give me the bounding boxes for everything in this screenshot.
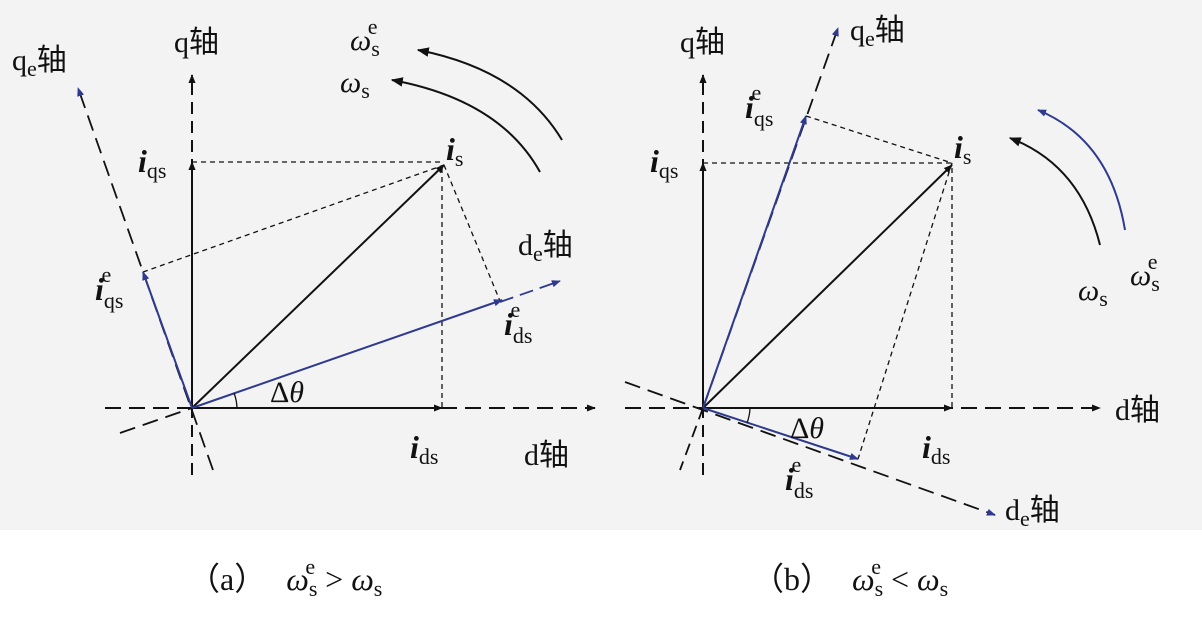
panel-a-iqse-label: iqse (95, 262, 123, 313)
panel-b-omega-s-label: ωs (1078, 274, 1108, 311)
panel-a-de-axis-extension (119, 407, 193, 434)
panel-a-omega-s-label: ωs (340, 66, 370, 103)
panel-b-omega-se-label: ωse (1130, 249, 1160, 296)
panel-b-iqse-label: iqse (745, 80, 773, 131)
panel-a-omega-se-arc (416, 47, 563, 141)
panel-a-d-axis-label: d轴 (524, 438, 569, 473)
panel-b-omega-s-arc (1008, 137, 1101, 246)
panel-b-iqse-vector (702, 115, 807, 409)
panel-a-delta-theta-arc (233, 392, 238, 409)
panel-a-q-axis-label: q轴 (174, 25, 219, 60)
panel-b-de-axis-label: de轴 (1005, 493, 1060, 531)
panel-b-idse-label: idse (785, 452, 813, 503)
panel-a-iqse-vector (142, 271, 193, 409)
panel-a-omega-s-arc (390, 77, 541, 173)
panel-b-qe-axis-label: qe轴 (850, 13, 905, 51)
panel-b-omega-se-arc (1037, 109, 1126, 231)
panel-a-idse-label: idse (504, 297, 532, 348)
panel-b-ids-label: ids (922, 429, 950, 469)
panel-b-qe-axis-extension (679, 407, 704, 471)
panel-a-idse-projection (443, 164, 501, 302)
panel-a-de-axis-label: de轴 (518, 228, 573, 266)
panel-b-is-label: is (954, 129, 971, 169)
panel-a-idse-vector (191, 299, 503, 409)
panel-b-de-axis (624, 381, 996, 516)
panel-b-delta-theta-label: Δθ (790, 412, 824, 445)
panel-a-de-axis (499, 280, 561, 303)
panel-a-omega-se-label: ωse (350, 14, 380, 61)
panel-b-idse-projection (857, 162, 953, 460)
panel-a: qe轴 q轴 d轴 de轴 is iqs ids iqse idse Δθ ωs… (12, 14, 596, 475)
panel-a-caption: （a）ωse>ωs (188, 554, 382, 601)
panel-a-is-vector (191, 164, 445, 409)
panel-a-qe-axis-label: qe轴 (12, 43, 67, 81)
panel-b: q轴 qe轴 d轴 de轴 is iqs ids iqse idse Δθ ωs… (624, 13, 1160, 531)
panel-b-iqse-projection (805, 115, 953, 164)
panel-b-q-axis-label: q轴 (680, 25, 725, 60)
panel-b-caption: （b）ωse<ωs (752, 554, 948, 601)
panel-b-delta-theta-arc (746, 407, 751, 424)
panel-b-d-axis-label: d轴 (1115, 393, 1160, 428)
panel-a-is-label: is (446, 131, 463, 171)
panel-a-ids-label: ids (410, 429, 438, 469)
panel-b-iqs-label: iqs (650, 143, 678, 183)
panel-b-idse-vector (702, 407, 859, 460)
panel-a-iqs-label: iqs (138, 143, 166, 183)
panel-b-background (600, 0, 1202, 530)
panel-a-delta-theta-label: Δθ (270, 376, 304, 409)
panel-a-background (0, 0, 600, 530)
panel-b-is-vector (702, 164, 953, 409)
